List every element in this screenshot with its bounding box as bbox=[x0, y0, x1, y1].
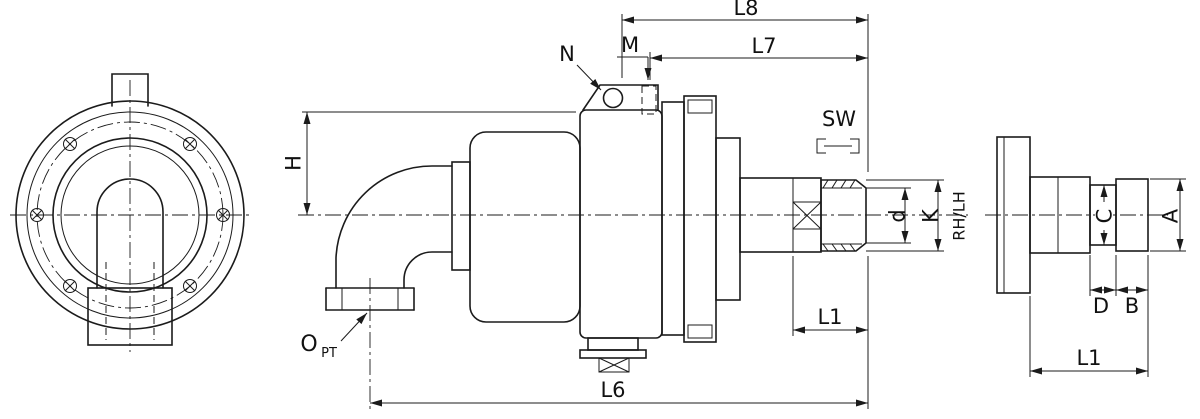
bolt-hole bbox=[63, 279, 77, 293]
dim-label-m: M bbox=[621, 33, 639, 57]
dim-c: C bbox=[1092, 185, 1116, 245]
port-label-o: O bbox=[300, 332, 317, 357]
label-m: M bbox=[617, 33, 652, 80]
bolt-hole bbox=[183, 279, 197, 293]
dim-label-k: K bbox=[918, 208, 942, 223]
threaded-end bbox=[820, 179, 867, 252]
bolt-hole bbox=[183, 137, 197, 151]
side-section-view: L8 L7 M N H SW bbox=[281, 0, 969, 409]
dim-label-b: B bbox=[1125, 294, 1139, 318]
dim-label-l1-nipple: L1 bbox=[1076, 346, 1101, 370]
bore-inner-circle bbox=[60, 145, 200, 285]
dim-k: K bbox=[866, 179, 944, 252]
dim-label-l1-shaft: L1 bbox=[817, 305, 842, 329]
flange-bolt-bottom bbox=[687, 324, 713, 339]
dim-label-sw: SW bbox=[822, 107, 856, 131]
bearing-symbol bbox=[792, 201, 822, 230]
bottom-port-plate bbox=[579, 349, 647, 359]
dim-a: A bbox=[1150, 178, 1186, 252]
dim-c-mask bbox=[1095, 202, 1113, 230]
front-port-foot bbox=[87, 287, 173, 346]
label-o-pt: O PT bbox=[300, 312, 368, 361]
bolt-hole bbox=[216, 208, 230, 222]
bottom-seal-symbol bbox=[598, 357, 630, 373]
label-n: N bbox=[559, 42, 602, 91]
flange-rim-circle bbox=[26, 111, 234, 319]
shaft bbox=[739, 177, 867, 253]
dim-d: d bbox=[866, 187, 911, 244]
bottom-port-step bbox=[587, 337, 639, 351]
dim-label-d: d bbox=[885, 209, 909, 222]
dim-label-l7: L7 bbox=[751, 34, 776, 58]
dim-label-a: A bbox=[1158, 208, 1182, 223]
lug-hole bbox=[602, 87, 624, 109]
dim-label-h: H bbox=[281, 155, 305, 171]
dim-label-n: N bbox=[559, 42, 575, 66]
wrench-icon bbox=[816, 138, 860, 154]
top-lug bbox=[582, 84, 659, 111]
bolt-hole bbox=[30, 208, 44, 222]
flange-outer-circle bbox=[15, 100, 245, 330]
bolt-hole bbox=[63, 137, 77, 151]
dim-l1-nipple: L1 bbox=[1029, 296, 1149, 377]
dim-label-l6: L6 bbox=[600, 378, 625, 402]
end-adapter-view: C A D B L1 bbox=[985, 136, 1186, 377]
dim-l6: L6 bbox=[370, 336, 869, 409]
front-elbow-arch bbox=[96, 178, 164, 289]
housing bbox=[469, 84, 663, 373]
dim-label-d-groove: D bbox=[1093, 294, 1109, 318]
dim-l1-shaft: L1 bbox=[792, 256, 869, 336]
front-lug-tab bbox=[111, 73, 149, 107]
front-view bbox=[10, 73, 252, 352]
label-rh-lh: RH/LH bbox=[950, 191, 969, 240]
main-casing bbox=[579, 109, 663, 339]
dim-label-l8: L8 bbox=[733, 0, 758, 20]
dim-label-c: C bbox=[1092, 209, 1116, 224]
dim-b: B bbox=[1116, 255, 1149, 318]
dim-l7: L7 bbox=[649, 34, 868, 80]
dim-d-groove: D bbox=[1089, 255, 1117, 318]
elbow bbox=[325, 161, 471, 311]
flange-stack bbox=[661, 95, 741, 343]
flange-bolt-top bbox=[687, 99, 713, 114]
dim-l8: L8 bbox=[621, 0, 869, 172]
adapter-end-head bbox=[1115, 178, 1149, 252]
bore-outer-circle bbox=[52, 137, 208, 293]
wrench-size: SW bbox=[816, 107, 860, 154]
hidden-port-m bbox=[641, 85, 657, 115]
bolt-holes bbox=[30, 137, 230, 293]
thread-hatch bbox=[822, 179, 856, 252]
bell-housing bbox=[469, 131, 581, 323]
dim-h: H bbox=[281, 111, 576, 215]
elbow-connection-ring bbox=[451, 161, 471, 271]
port-label-pt: PT bbox=[321, 346, 337, 361]
